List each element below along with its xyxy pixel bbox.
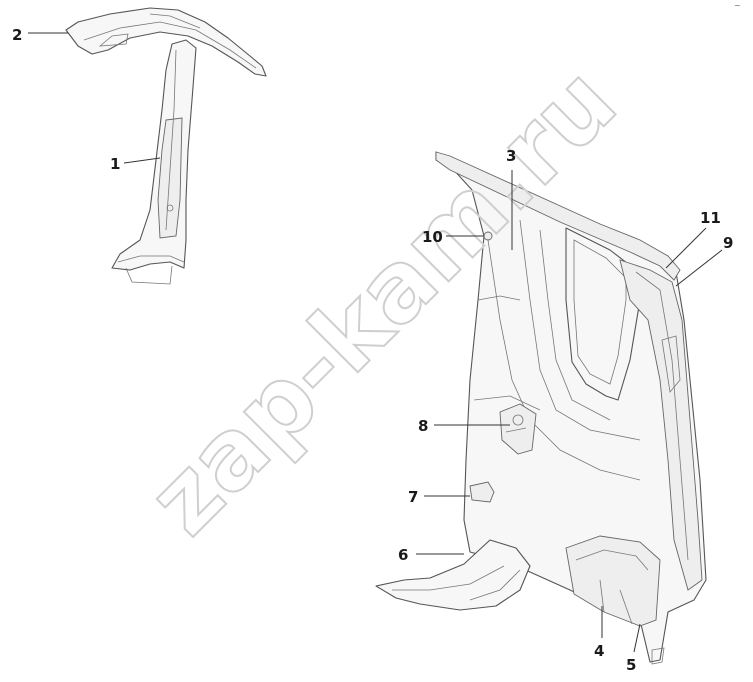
callout-label-10: 10: [422, 228, 443, 246]
callout-label-6: 6: [398, 546, 408, 564]
callout-1: 1: [110, 155, 161, 173]
callouts: 1 2 3 4 5 6 7 8: [12, 26, 733, 674]
callout-7: 7: [408, 488, 470, 506]
callout-5: 5: [626, 623, 641, 674]
part-1-pillar-trim: [111, 39, 197, 271]
callout-3: 3: [506, 147, 516, 250]
callout-label-2: 2: [12, 26, 22, 44]
callout-label-4: 4: [594, 642, 604, 660]
callout-2: 2: [12, 26, 68, 44]
callout-label-11: 11: [700, 209, 721, 227]
part-9-rear-pillar-trim: [619, 259, 703, 591]
callout-11: 11: [665, 209, 721, 269]
part-8-switch-panel: [499, 403, 537, 455]
side-wall-trim-assembly: [375, 151, 707, 665]
part-7-vent-cover: [469, 481, 495, 503]
part-2-roof-rail-trim: [65, 7, 267, 77]
callout-8: 8: [418, 417, 510, 435]
part-4-lower-bin: [565, 535, 661, 627]
callout-6: 6: [398, 546, 464, 564]
callout-label-1: 1: [110, 155, 120, 173]
callout-9: 9: [675, 234, 733, 287]
callout-10: 10: [422, 228, 484, 246]
callout-label-8: 8: [418, 417, 428, 435]
callout-label-3: 3: [506, 147, 516, 165]
callout-label-7: 7: [408, 488, 418, 506]
callout-label-5: 5: [626, 656, 636, 674]
corner-mark: ~: [734, 1, 741, 10]
callout-4: 4: [594, 606, 604, 660]
callout-label-9: 9: [723, 234, 733, 252]
pillar-trim-assembly: [65, 7, 267, 285]
